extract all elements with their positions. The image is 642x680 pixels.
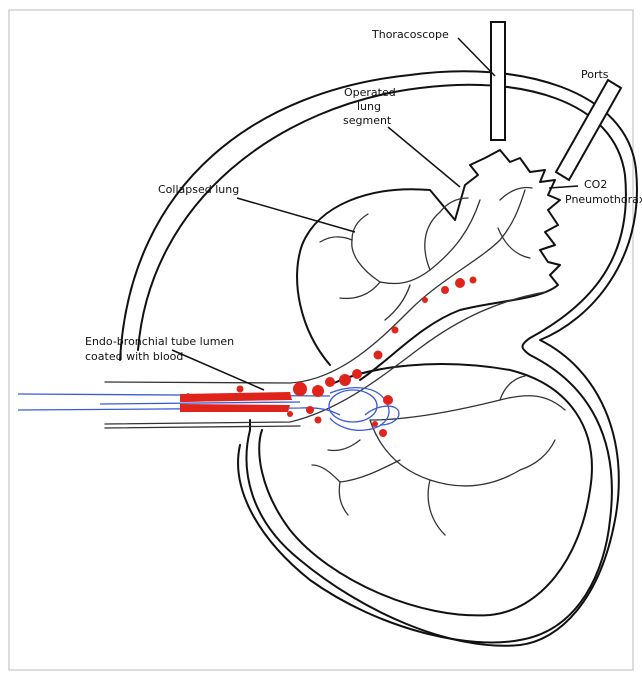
ports-label: Ports — [581, 68, 609, 81]
operated-segment-leader — [388, 127, 460, 187]
thoracoscope-instrument — [491, 22, 505, 140]
lower-bronchial-tree — [312, 376, 565, 535]
co2-label-line1: CO2 — [584, 178, 607, 191]
collapsed-lung-leader — [237, 198, 355, 232]
tube-label-line1: Endo-bronchial tube lumen — [85, 335, 234, 348]
operated-label-line3: segment — [343, 114, 392, 127]
co2-leader — [549, 186, 578, 188]
tube-lower-wall — [105, 426, 300, 428]
port-instrument — [556, 80, 621, 180]
tube-label-line2: coated with blood — [85, 350, 183, 363]
collapsed-lung-label: Collapsed lung — [158, 183, 239, 196]
operated-label-line1: Operated — [344, 86, 396, 99]
co2-label-line2: Pneumothorax — [565, 193, 642, 206]
tube-leader — [172, 350, 264, 390]
thoracoscope-label: Thoracoscope — [371, 28, 449, 41]
lower-lung-outline — [259, 364, 592, 615]
operated-label-line2: lung — [357, 100, 381, 113]
blood-coating — [180, 277, 477, 438]
